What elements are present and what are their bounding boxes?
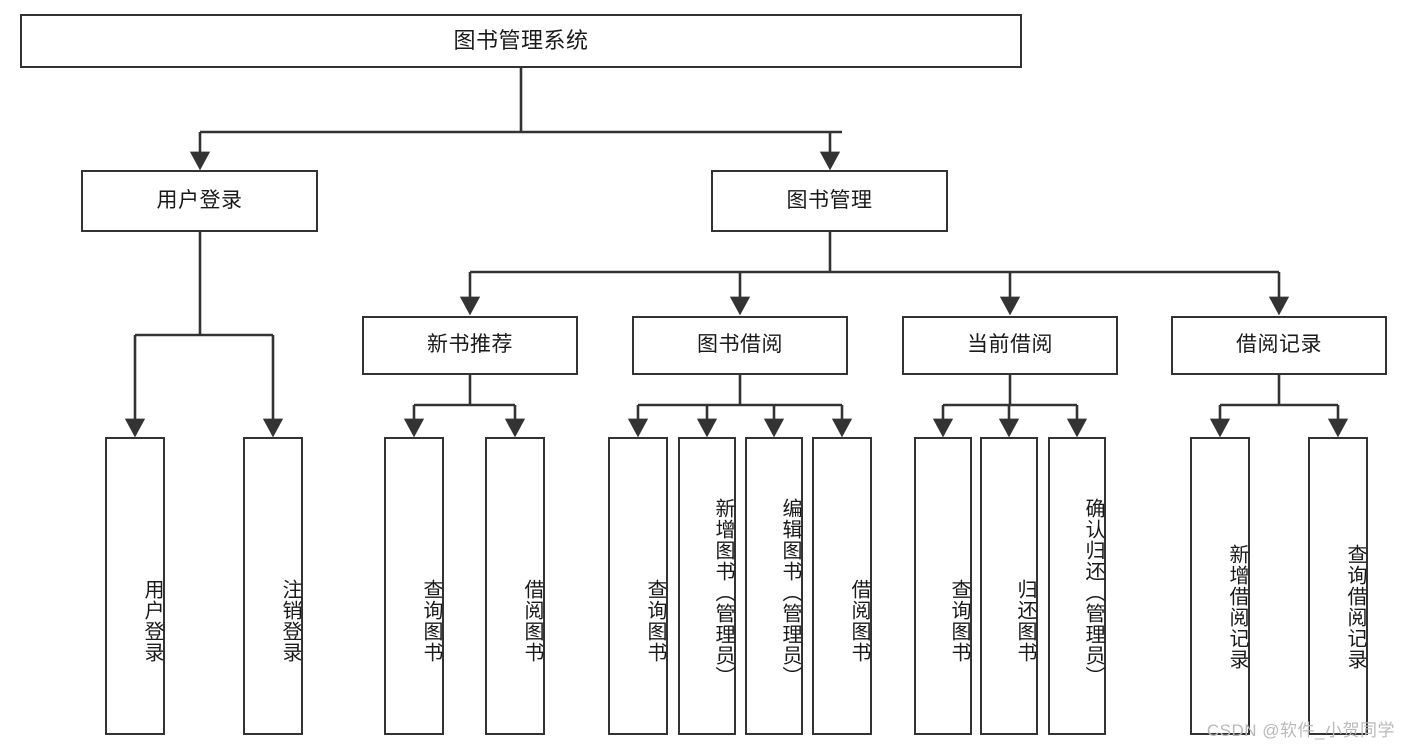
node-current-borrow[interactable]: 当前借阅: [902, 316, 1118, 375]
node-leaf-query-book-recommend[interactable]: 查询图书: [384, 437, 444, 735]
node-book-admin[interactable]: 图书管理: [711, 170, 948, 232]
node-leaf-confirm-return-admin[interactable]: 确认归还（管理员）: [1048, 437, 1106, 735]
node-leaf-user-logout[interactable]: 注销登录: [243, 437, 303, 735]
node-book-borrow[interactable]: 图书借阅: [632, 316, 848, 375]
node-leaf-add-book-admin[interactable]: 新增图书（管理员）: [678, 437, 736, 735]
node-leaf-query-book-current[interactable]: 查询图书: [914, 437, 972, 735]
node-leaf-borrow-book-recommend[interactable]: 借阅图书: [485, 437, 545, 735]
csdn-watermark: CSDN @软件_小贺同学: [1206, 721, 1395, 740]
node-leaf-query-book-borrow[interactable]: 查询图书: [608, 437, 668, 735]
node-borrow-record[interactable]: 借阅记录: [1171, 316, 1387, 375]
node-leaf-edit-book-admin[interactable]: 编辑图书（管理员）: [745, 437, 803, 735]
node-root-system[interactable]: 图书管理系统: [20, 14, 1022, 68]
node-leaf-return-book[interactable]: 归还图书: [980, 437, 1038, 735]
node-new-book-recommend[interactable]: 新书推荐: [362, 316, 578, 375]
node-leaf-query-borrow-record[interactable]: 查询借阅记录: [1308, 437, 1368, 735]
node-leaf-borrow-book[interactable]: 借阅图书: [812, 437, 872, 735]
node-leaf-user-login[interactable]: 用户登录: [105, 437, 165, 735]
node-leaf-add-borrow-record[interactable]: 新增借阅记录: [1190, 437, 1250, 735]
node-user-login[interactable]: 用户登录: [81, 170, 318, 232]
